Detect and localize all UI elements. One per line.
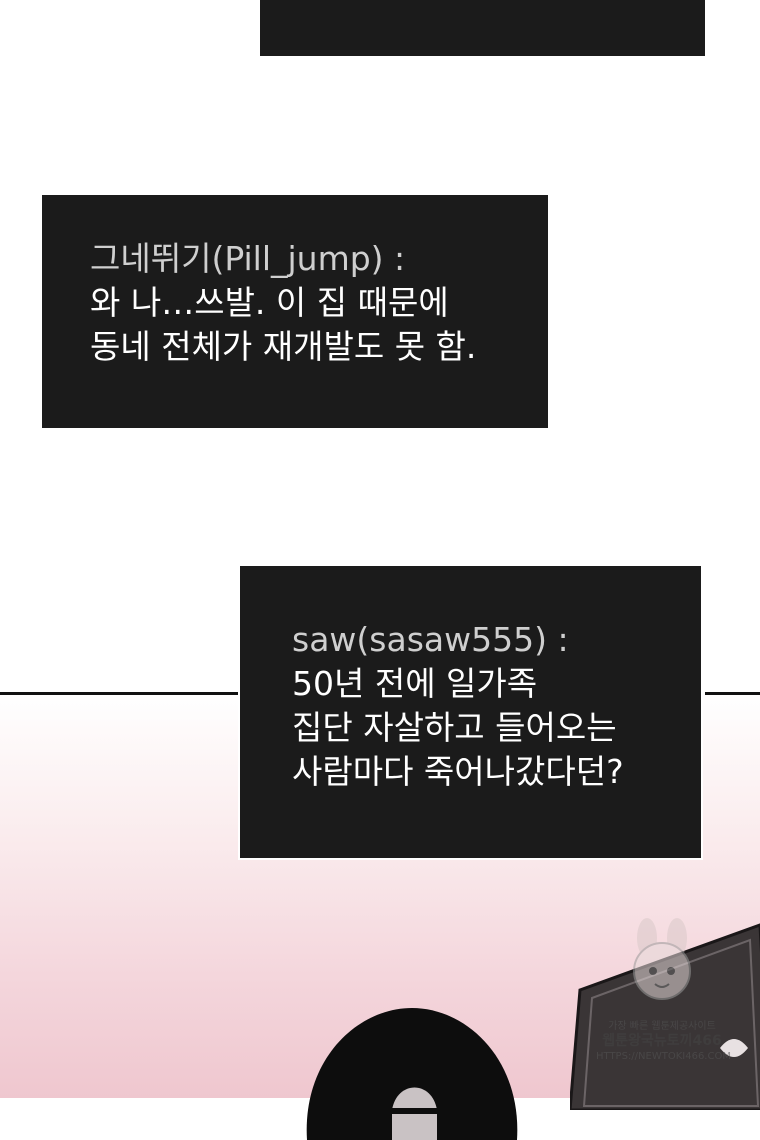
watermark-tagline: 가장 빠른 웹툰제공사이트 — [608, 1021, 716, 1032]
comment-line: 와 나…쓰발. 이 집 때문에 — [90, 283, 449, 322]
mascot-icon — [633, 918, 691, 1000]
panel-border-right — [705, 692, 760, 695]
top-dark-panel — [260, 0, 705, 56]
watermark-site-name: 웹툰왕국뉴토끼466 — [602, 1033, 722, 1049]
comment-username: saw(sasaw555) : — [292, 620, 569, 659]
character-head-illustration — [306, 1008, 518, 1140]
comment-line: 50년 전에 일가족 — [292, 664, 538, 703]
site-watermark: 가장 빠른 웹툰제공사이트 웹툰왕국뉴토끼466 HTTPS://NEWTOKI… — [596, 916, 731, 1076]
panel-border-left — [0, 692, 238, 695]
comment-line: 집단 자살하고 들어오는 — [292, 708, 617, 747]
comment-line: 동네 전체가 재개발도 못 함. — [90, 327, 477, 366]
comment-line: 사람마다 죽어나갔다던? — [292, 752, 624, 791]
comment-box-1: 그네뛰기(Pill_jump) : 와 나…쓰발. 이 집 때문에 동네 전체가… — [42, 195, 548, 428]
comment-username: 그네뛰기(Pill_jump) : — [90, 239, 406, 278]
comment-box-2: saw(sasaw555) : 50년 전에 일가족 집단 자살하고 들어오는 … — [238, 564, 703, 860]
watermark-url: HTTPS://NEWTOKI466.COM — [596, 1051, 731, 1062]
